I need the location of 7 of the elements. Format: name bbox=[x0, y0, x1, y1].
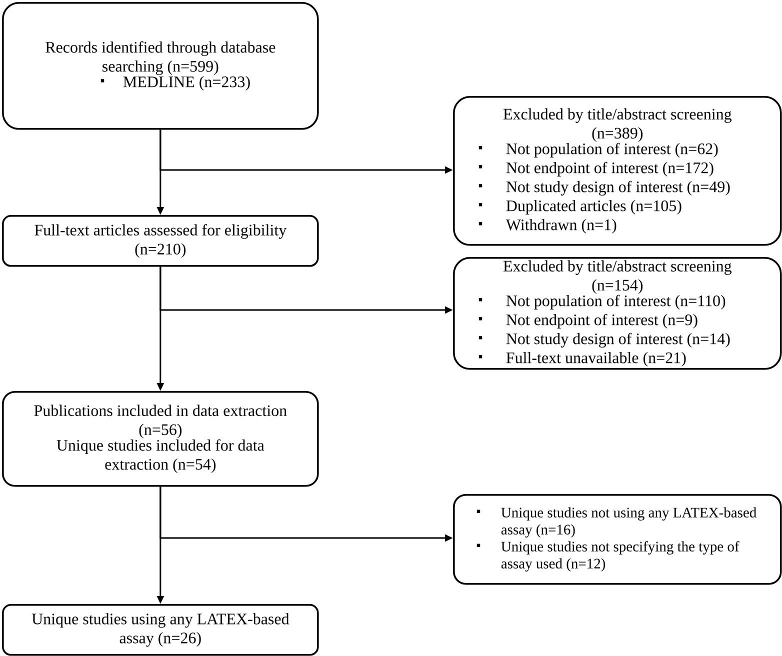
process-box: Unique studies not using any LATEX-based assay (n=16) Unique studies not specifying the type of assay used (n=12) bbox=[453, 494, 782, 585]
process-box: Full-text articles assessed for eligibility (n=210) bbox=[2, 215, 319, 267]
process-box: Excluded by title/abstract screening (n=389) Not population of interest (n=62) Not endpoint of interest (n=172) Not study design of interest (n=49) Duplicated articles (n=105) Withdrawn (n=1) bbox=[453, 96, 782, 246]
process-box: Publications included in data extraction (n=56) Unique studies included for data extraction (n=54) bbox=[2, 391, 319, 487]
process-box: Excluded by title/abstract screening (n=154) Not population of interest (n=110) Not endpoint of interest (n=9) Not study design of interest (n=14) Full-text unavailable (n=21) bbox=[453, 257, 782, 370]
process-box: Records identified through database searching (n=599) MEDLINE (n=233) bbox=[2, 2, 319, 130]
process-box: Unique studies using any LATEX-based assay (n=26) bbox=[2, 604, 319, 656]
